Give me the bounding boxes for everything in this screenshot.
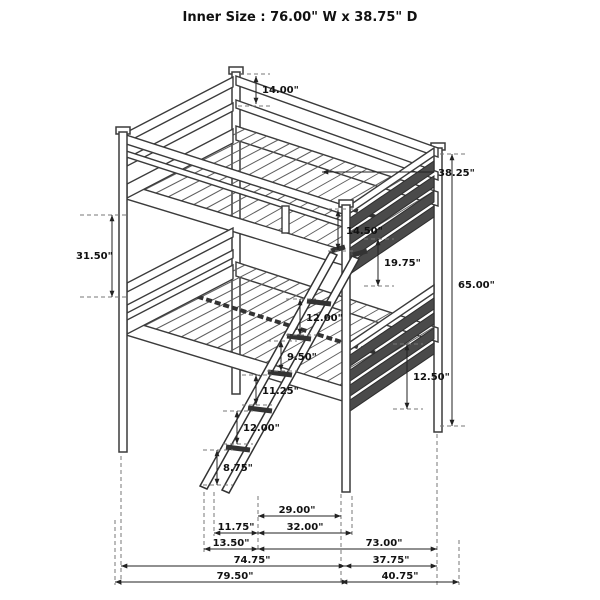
dim-label-rung-gap-mid: 11.25" xyxy=(262,386,299,397)
dim-label-inner-depth: 38.25" xyxy=(438,168,475,179)
front-corner-posts xyxy=(115,126,354,493)
dimension-labels: 14.00" 38.25" 31.50" 14.50" 19.75" 65.00… xyxy=(76,85,495,582)
dim-label-under-bunk-clearance: 19.75" xyxy=(384,258,421,269)
dim-label-rail-to-rung: 12.00" xyxy=(306,313,343,324)
ladder-hook xyxy=(352,248,368,258)
dim-label-ladder-reach: 29.00" xyxy=(279,505,316,516)
dimension-arrows xyxy=(109,76,459,585)
dim-label-ladder-base-offset: 13.50" xyxy=(213,538,250,549)
dim-label-inner-width: 37.75" xyxy=(373,555,410,566)
dim-label-rung-to-floor: 8.75" xyxy=(223,463,253,474)
diagram-title: Inner Size : 76.00" W x 38.75" D xyxy=(182,10,418,25)
dim-label-guard-rail-height: 14.50" xyxy=(346,226,383,237)
guard-rail-support xyxy=(281,205,290,234)
dim-label-bunk-spacing: 31.50" xyxy=(76,251,113,262)
extension-lines xyxy=(80,73,468,585)
dim-label-rung-gap-top: 9.50" xyxy=(287,352,317,363)
dim-label-rung-gap-lower: 12.00" xyxy=(243,423,280,434)
dim-label-ladder-base-depth: 32.00" xyxy=(287,522,324,533)
dim-label-overall-length: 79.50" xyxy=(217,571,254,582)
dim-label-overall-height: 65.00" xyxy=(458,280,495,291)
dim-label-footboard-panel: 12.50" xyxy=(413,372,450,383)
dim-label-overall-width: 40.75" xyxy=(382,571,419,582)
dim-label-ladder-foot-offset: 11.75" xyxy=(218,522,255,533)
dim-label-inner-length: 73.00" xyxy=(366,538,403,549)
dim-label-headboard-top: 14.00" xyxy=(262,85,299,96)
footboard-panels xyxy=(349,146,435,412)
dim-label-frame-length: 74.75" xyxy=(234,555,271,566)
